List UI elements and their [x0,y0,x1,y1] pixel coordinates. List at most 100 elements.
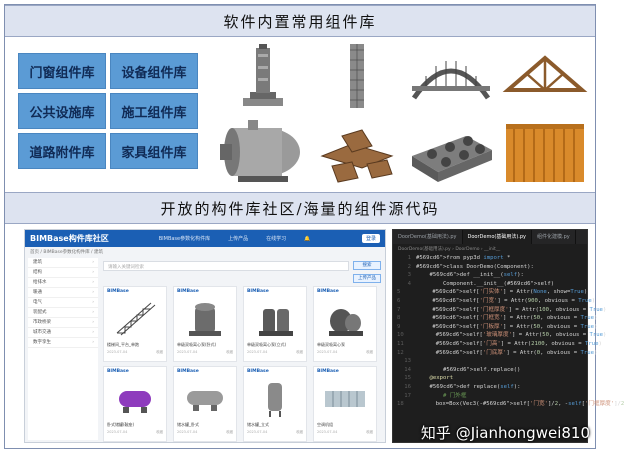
search-input[interactable]: 请输入关键词检索 [103,261,349,271]
sidebar-item[interactable]: 建筑 [28,258,98,268]
code-area[interactable]: 1#569cd6">from pyp3d import *2#569cd6">c… [393,254,624,409]
category-road-accessory[interactable]: 道路附件库 [18,133,106,169]
code-line: 15 @export [404,375,454,382]
model-monument-icon [218,40,308,112]
card-date: 2023-07-04 [107,350,128,354]
nav-library[interactable]: BIMBase参数化构件库 [158,236,211,242]
editor-breadcrumb: DoorDemo(基础用法).py › DoorDemo › __init__ [398,247,501,252]
pump-icon [329,309,363,336]
code-line: 6 #569cd6">self['门宽'] = Attr(900, obviou… [397,297,596,304]
category-construction[interactable]: 施工组件库 [110,93,198,129]
category-sidebar: 建筑 结构 给排水 暖通 电气 装配式 市政桥梁 城市交通 数字孪生 [28,258,98,440]
sidebar-item[interactable]: 给排水 [28,278,98,288]
card-date: 2023-07-04 [177,430,198,434]
code-line: 3 #569cd6">def __init__(self): [407,272,524,279]
watermark: 知乎 @Jianhongwei810 [420,424,590,442]
card-favorite[interactable]: 收藏 [366,350,373,354]
card-brand: BIMBase [247,369,269,374]
upload-button[interactable]: 上传产品 [353,274,381,283]
component-card[interactable]: BIMBase 单级双吸离心泵(立式) 2023-07-04 收藏 [243,286,307,362]
portal-header: BIMBase构件库社区 BIMBase参数化构件库 上传产品 在线学习 🔔 登… [25,230,385,247]
tank-icon [119,391,151,413]
component-card[interactable]: BIMBase 单级双吸离心泵 2023-07-04 收藏 [313,286,377,362]
card-brand: BIMBase [317,369,339,374]
card-brand: BIMBase [317,289,339,294]
model-tower-icon [312,40,402,112]
editor-tab[interactable]: DoorDemo(基础用法).py [393,230,463,244]
section-title-builtin: 软件内置常用组件库 [5,5,595,37]
nav-upload[interactable]: 上传产品 [228,236,249,242]
stair-icon [116,302,156,336]
bell-icon[interactable]: 🔔 [304,235,311,242]
card-favorite[interactable]: 收藏 [226,350,233,354]
card-brand: BIMBase [177,289,199,294]
code-line: 10 #569cd6">self['玻璃厚度'] = Attr(50, obvi… [397,332,607,339]
code-line: 14 #569cd6">self.replace() [404,366,521,373]
card-name: 空调机组 [317,422,333,427]
tank-icon [268,383,282,417]
model-roof-truss-icon [500,40,590,112]
card-date: 2023-07-04 [247,350,268,354]
card-date: 2023-07-04 [247,430,268,434]
code-line: 5 #569cd6">self['门实体'] = Attr(None, show… [397,289,588,296]
category-furniture[interactable]: 家具组件库 [110,133,198,169]
card-date: 2023-07-04 [177,350,198,354]
code-line: 11 #569cd6">self['门高'] = Attr(2100, obvi… [397,340,602,347]
pump-icon [259,309,293,336]
model-tank-machine-icon [218,116,308,188]
category-public-facility[interactable]: 公共设施库 [18,93,106,129]
code-line: 13 [404,358,411,365]
air-handler-icon [325,391,365,407]
sidebar-item[interactable]: 装配式 [28,308,98,318]
code-line: 8 #569cd6">self['门框宽'] = Attr(50, obviou… [397,315,598,322]
card-favorite[interactable]: 收藏 [296,350,303,354]
login-button[interactable]: 登录 [361,234,380,243]
card-brand: BIMBase [107,369,129,374]
component-card[interactable]: BIMBase 储水罐_立式 2023-07-04 收藏 [243,366,307,442]
card-date: 2023-07-04 [317,350,338,354]
model-container-icon [500,116,590,188]
model-pump-block-icon [406,116,496,188]
portal-brand: BIMBase构件库社区 [30,234,109,243]
code-line: 7 #569cd6">self['门框厚度'] = Attr(100, obvi… [397,306,607,313]
sidebar-item[interactable]: 电气 [28,298,98,308]
sidebar-item[interactable]: 结构 [28,268,98,278]
card-favorite[interactable]: 收藏 [366,430,373,434]
card-favorite[interactable]: 收藏 [156,350,163,354]
pump-icon [189,303,221,336]
code-line: 18 box=Box(Vec3(-#569cd6">self['门宽']/2, … [397,401,624,408]
card-brand: BIMBase [107,289,129,294]
card-name: 楼梯间_平台_单跑 [107,342,139,347]
card-name: 单级双吸离心泵 [317,342,345,347]
card-name: 储水罐_立式 [247,422,269,427]
card-name: 单级双吸离心泵(立式) [247,342,287,347]
search-button[interactable]: 搜索 [353,261,381,270]
nav-learning[interactable]: 在线学习 [266,236,287,242]
model-arch-bridge-icon [406,40,496,112]
card-favorite[interactable]: 收藏 [226,430,233,434]
code-line: 12 #569cd6">self['门底厚'] = Attr(0, obviou… [397,349,598,356]
sidebar-item[interactable]: 市政桥梁 [28,318,98,328]
editor-tab-active[interactable]: DoorDemo(基础用法).py [462,230,533,244]
card-favorite[interactable]: 收藏 [156,430,163,434]
component-card[interactable]: BIMBase 楼梯间_平台_单跑 2023-07-04 收藏 [103,286,167,362]
card-favorite[interactable]: 收藏 [296,430,303,434]
category-equipment[interactable]: 设备组件库 [110,53,198,89]
bimbase-portal-screenshot: BIMBase构件库社区 BIMBase参数化构件库 上传产品 在线学习 🔔 登… [24,229,386,443]
editor-tab[interactable]: 组件化建模.py [532,230,576,244]
sidebar-item[interactable]: 数字孪生 [28,338,98,348]
code-line: 9 #569cd6">self['门板厚'] = Attr(50, obviou… [397,323,598,330]
section-title-community: 开放的构件库社区/海量的组件源代码 [5,192,595,224]
card-date: 2023-07-04 [107,430,128,434]
code-editor-screenshot: DoorDemo(基础用法).py DoorDemo(基础用法).py 组件化建… [392,229,624,443]
model-wood-joint-icon [312,116,402,188]
card-brand: BIMBase [247,289,269,294]
category-door-window[interactable]: 门窗组件库 [18,53,106,89]
sidebar-item[interactable]: 暖通 [28,288,98,298]
breadcrumb: 首页 / BIMBase参数化构件库 / 建筑 [30,250,104,255]
sidebar-item[interactable]: 城市交通 [28,328,98,338]
